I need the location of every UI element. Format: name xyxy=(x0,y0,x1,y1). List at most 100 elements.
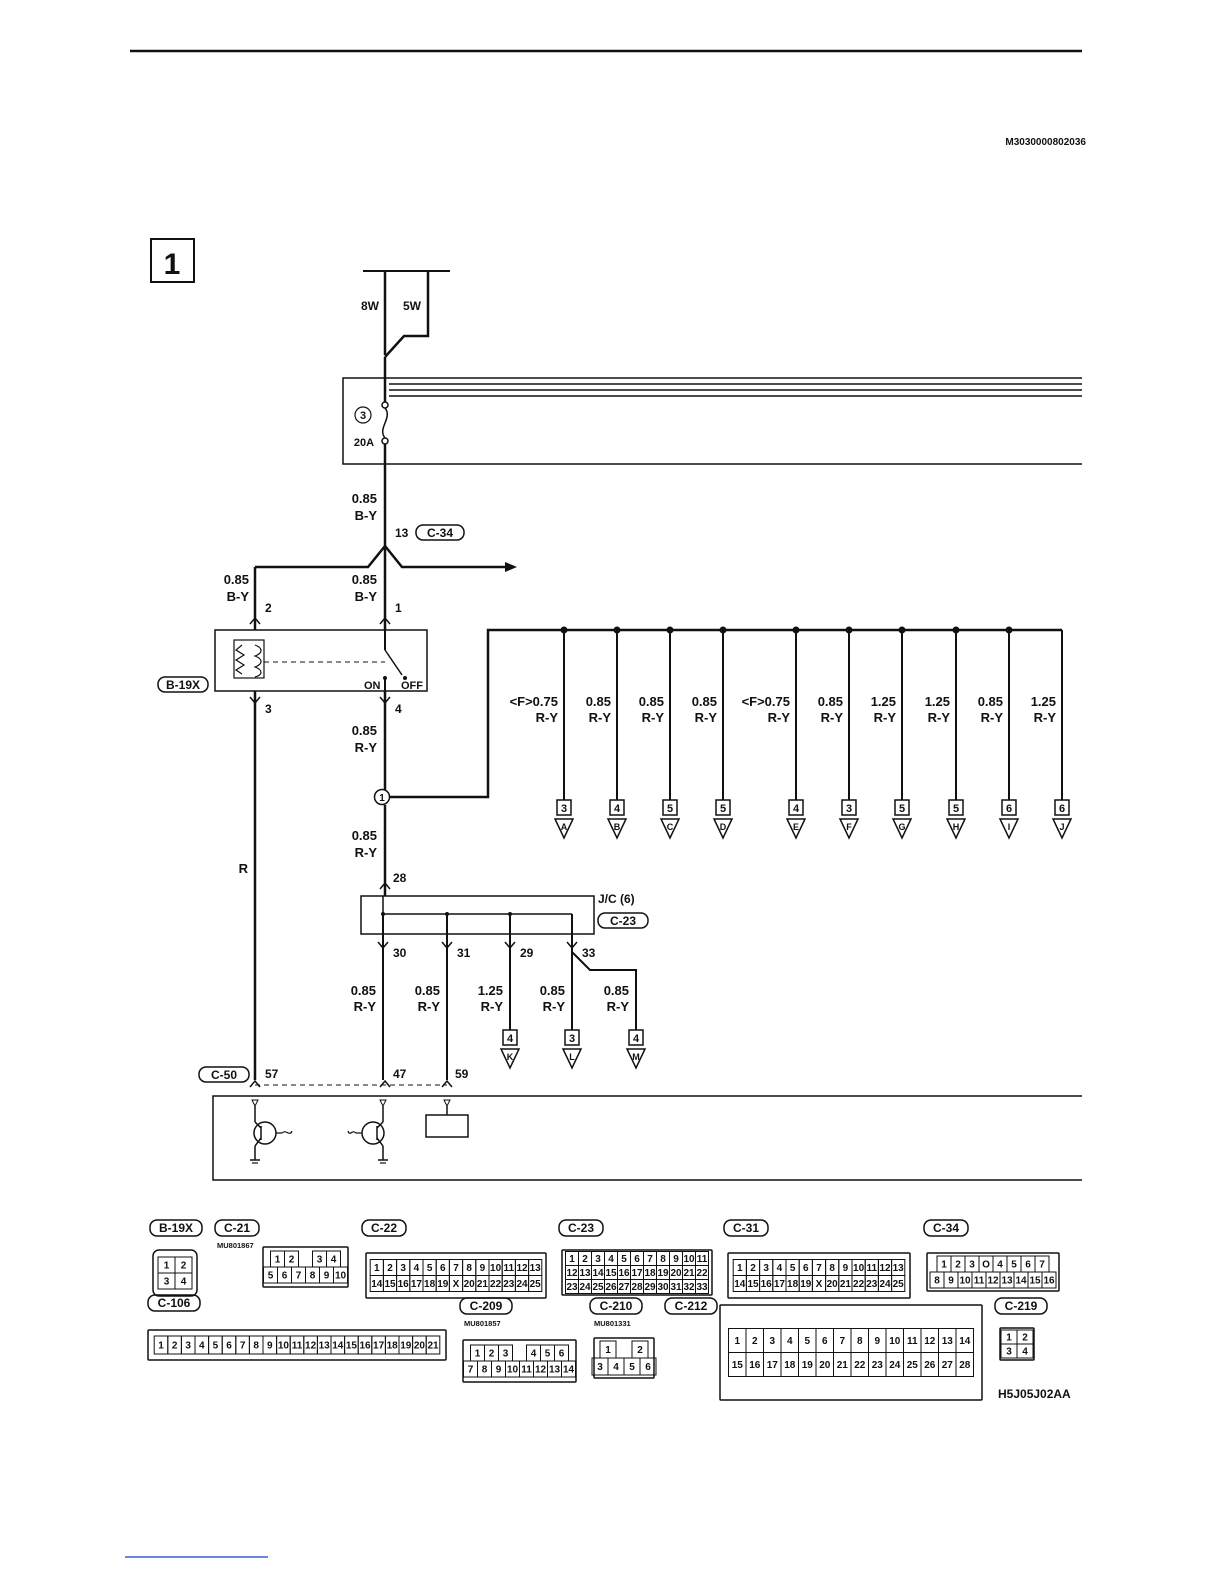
relay-pin-4: 4 xyxy=(395,702,402,716)
c34-code: C-34 xyxy=(427,526,453,540)
connector-view-c-212-pin: 27 xyxy=(942,1360,954,1371)
branch-d-destination-page: 5 xyxy=(720,803,726,815)
fuse-rating: 20A xyxy=(354,437,374,449)
main-top-size: 0.85 xyxy=(352,491,377,506)
connector-view-c-210-pin: 6 xyxy=(645,1362,651,1373)
connector-view-c-31-pin: 9 xyxy=(843,1263,849,1274)
connector-view-c-22-pin: 5 xyxy=(427,1263,433,1274)
branch-g-color: R-Y xyxy=(874,710,897,725)
jc-output-1-size: 0.85 xyxy=(351,983,376,998)
connector-view-c-210-pin: 3 xyxy=(597,1362,603,1373)
connector-view-c-31-pin: 11 xyxy=(867,1263,878,1274)
c34-pin: 13 xyxy=(395,526,409,540)
jc-output-2-color: R-Y xyxy=(418,999,441,1014)
connector-view-c-22-pin: X xyxy=(453,1279,460,1290)
connector-view-c-34-pin: 4 xyxy=(997,1260,1003,1271)
connector-view-c-31-pin: 15 xyxy=(747,1279,759,1290)
branch-f-size: 0.85 xyxy=(818,694,843,709)
connector-view-c-212-pin: 17 xyxy=(767,1360,779,1371)
connector-view-c-23-pin: 30 xyxy=(657,1282,669,1293)
connector-view-c-212-pin: 19 xyxy=(802,1360,814,1371)
connector-view-c-22-pin: 4 xyxy=(414,1263,420,1274)
connector-view-c-209-pin: 11 xyxy=(521,1365,532,1376)
connector-view-c-106-pin: 17 xyxy=(373,1341,385,1352)
connector-view-c-22-pin: 20 xyxy=(464,1279,476,1290)
connector-view-c-212-pin: 6 xyxy=(822,1336,828,1347)
connector-view-c-31-pin: 2 xyxy=(750,1263,756,1274)
figure-code: H5J05J02AA xyxy=(998,1387,1071,1401)
connector-view-c-106-pin: 13 xyxy=(319,1341,331,1352)
jc-output-5-destination-letter: M xyxy=(632,1052,640,1062)
connector-view-c-21-pin: 2 xyxy=(289,1255,295,1266)
connector-view-c-21-pin: 5 xyxy=(268,1271,274,1282)
connector-view-c-31-pin: 21 xyxy=(840,1279,852,1290)
connector-view-c-212-pin: 3 xyxy=(769,1336,775,1347)
connector-view-c-23-pin: 15 xyxy=(605,1268,617,1279)
connector-view-c-212-pin: 5 xyxy=(804,1336,810,1347)
branch-c-destination-page: 5 xyxy=(667,803,673,815)
connector-view-c-23-pin: 33 xyxy=(696,1282,708,1293)
connector-view-c-21-part: MU801867 xyxy=(217,1241,254,1250)
connector-view-c-106-pin: 18 xyxy=(387,1341,399,1352)
connector-view-c-21-pin: 10 xyxy=(335,1271,347,1282)
jc-output-3-destination-letter: K xyxy=(507,1052,514,1062)
connector-view-c-219-pin: 2 xyxy=(1022,1333,1028,1344)
relay-pin-3: 3 xyxy=(265,702,272,716)
connector-view-c-23-pin: 24 xyxy=(579,1282,591,1293)
branch-e-destination-page: 4 xyxy=(793,803,800,815)
connector-view-b-19x-pin: 1 xyxy=(164,1261,170,1272)
branch-h-destination: 5H xyxy=(945,799,967,840)
connector-view-c-23-pin: 16 xyxy=(618,1268,630,1279)
connector-view-c-212-pin: 4 xyxy=(787,1336,793,1347)
jc-output-3-destination-page: 4 xyxy=(507,1033,514,1045)
connector-view-c-31-pin: 24 xyxy=(879,1279,891,1290)
branch-e: <F>0.75R-Y4E xyxy=(742,626,807,840)
jc-output-2-pin: 31 xyxy=(457,946,471,960)
connector-view-b-19x-pin: 3 xyxy=(164,1277,170,1288)
c50-tag xyxy=(198,1066,250,1083)
branch-i-destination-page: 6 xyxy=(1006,803,1012,815)
connector-view-c-23-pin: 23 xyxy=(566,1282,578,1293)
connector-view-c-31-pin: 4 xyxy=(777,1263,783,1274)
branch-a: <F>0.75R-Y3A xyxy=(510,626,575,840)
main-top-color: B-Y xyxy=(355,508,378,523)
connector-view-c-31-pin: 16 xyxy=(761,1279,773,1290)
section-number-box xyxy=(150,238,195,283)
branch-f-destination-page: 3 xyxy=(846,803,852,815)
branch-b-color: R-Y xyxy=(589,710,612,725)
doc-code: M3030000802036 xyxy=(1005,137,1086,148)
connector-view-c-23-pin: 25 xyxy=(592,1282,604,1293)
connector-view-c-23-pin: 18 xyxy=(644,1268,656,1279)
connector-view-c-106-code: C-106 xyxy=(158,1296,191,1310)
connector-view-c-212-code: C-212 xyxy=(675,1299,708,1313)
connector-view-c-219-code: C-219 xyxy=(1005,1299,1038,1313)
branch-e-color: R-Y xyxy=(768,710,791,725)
branch-j-color: R-Y xyxy=(1034,710,1057,725)
relay-out-color: R-Y xyxy=(355,740,378,755)
connector-view-c-34-pin: 13 xyxy=(1001,1276,1013,1287)
connector-view-c-106-pin: 2 xyxy=(172,1341,178,1352)
branch-d-destination-letter: D xyxy=(720,822,727,832)
connector-view-c-34-pin: 16 xyxy=(1043,1276,1055,1287)
connector-view-c-31-pin: 6 xyxy=(803,1263,809,1274)
connector-view-c-209-pin: 12 xyxy=(535,1365,547,1376)
connector-view-c-210-code: C-210 xyxy=(600,1299,633,1313)
connector-view-c-212-pin: 26 xyxy=(924,1360,936,1371)
connector-view-c-23-pin: 31 xyxy=(670,1282,682,1293)
connector-view-c-212-pin: 15 xyxy=(732,1360,744,1371)
connector-view-c-23-pin: 6 xyxy=(634,1254,640,1265)
splice-point xyxy=(373,788,391,806)
connector-view-c-212-pin: 1 xyxy=(734,1336,740,1347)
connector-view-c-31-pin: 23 xyxy=(866,1279,878,1290)
connector-view-c-22-pin: 11 xyxy=(504,1263,515,1274)
connector-view-c-106-pin: 11 xyxy=(292,1341,303,1352)
jc-output-5-destination: 4M xyxy=(625,1029,647,1070)
branch-e-destination-letter: E xyxy=(793,822,799,832)
connector-view-c-106-pin: 6 xyxy=(226,1341,232,1352)
connector-view-c-209-pin: 4 xyxy=(531,1349,537,1360)
branch-i-destination-letter: I xyxy=(1008,822,1011,832)
